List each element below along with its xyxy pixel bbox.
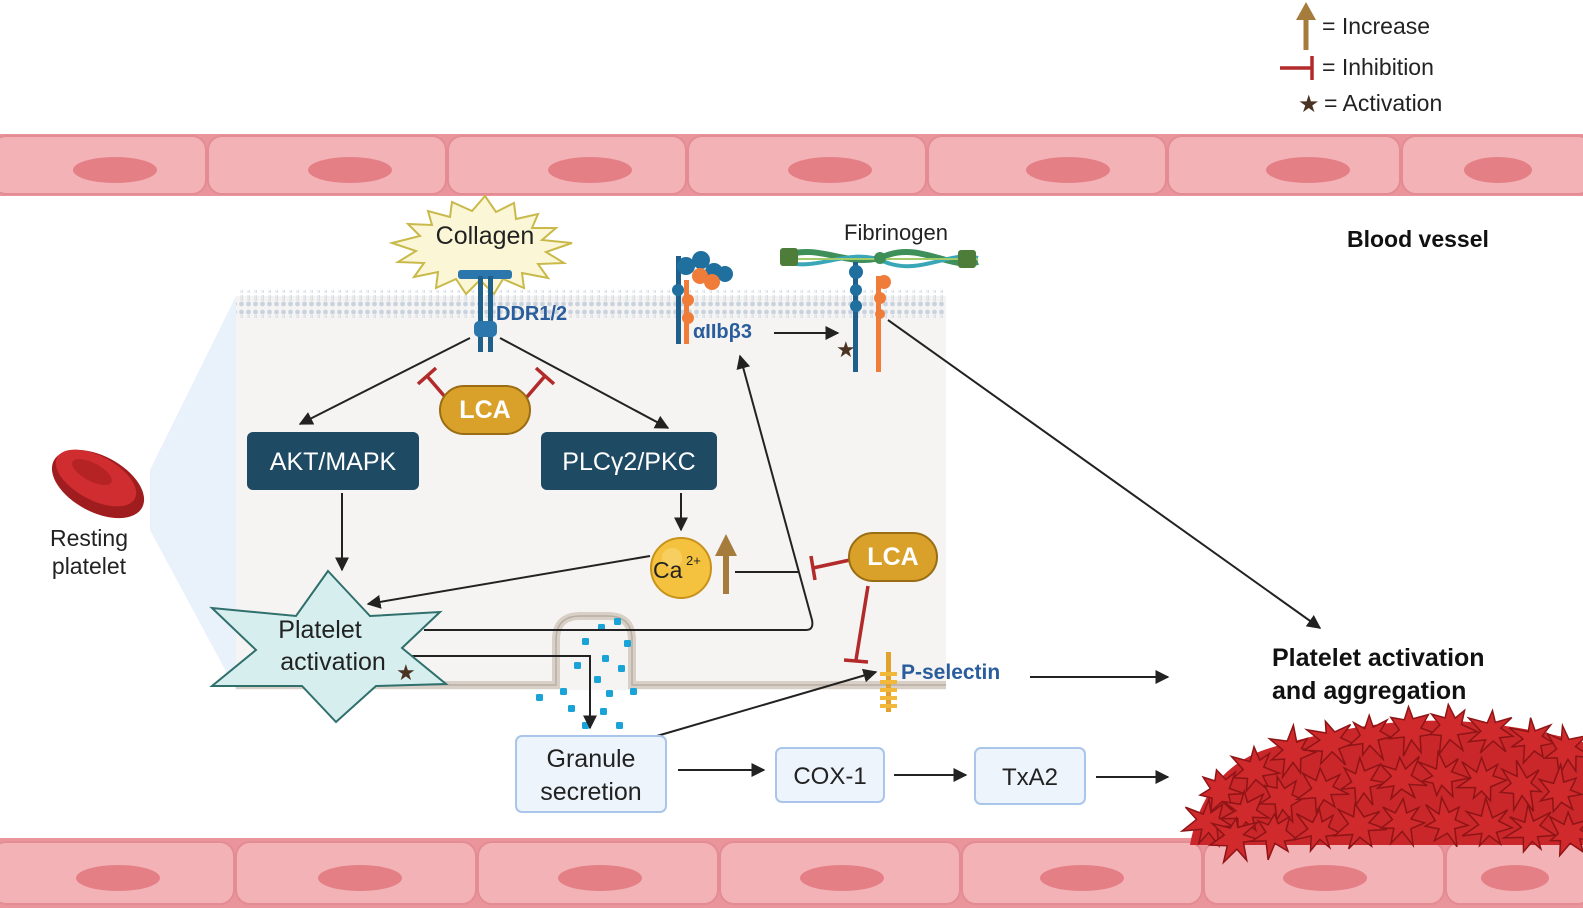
platelet-aggregate-icon bbox=[1179, 702, 1583, 865]
platelet-activation-label-line1: Platelet bbox=[278, 616, 361, 644]
cell-nucleus bbox=[1026, 157, 1110, 183]
aggregated-platelet bbox=[1267, 722, 1318, 780]
cell-nucleus bbox=[318, 865, 402, 891]
cell-nucleus bbox=[1040, 865, 1124, 891]
calcium-charge: 2+ bbox=[686, 553, 701, 568]
ddr-receptor-icon bbox=[458, 270, 512, 352]
aggregated-platelet bbox=[1508, 717, 1556, 765]
aggregated-platelet bbox=[1461, 795, 1515, 848]
aggregated-platelet bbox=[1198, 768, 1245, 814]
fibrinogen-label: Fibrinogen bbox=[844, 220, 948, 245]
integrin-inactive-icon bbox=[672, 251, 733, 344]
integrin-label: αIIbβ3 bbox=[693, 321, 752, 343]
txa2-label: TxA2 bbox=[1002, 764, 1058, 791]
aggregated-platelet bbox=[1346, 712, 1393, 762]
lca-pill-right: LCA bbox=[848, 532, 938, 582]
aggregated-platelet bbox=[1375, 755, 1428, 801]
akt-mapk-node: AKT/MAPK bbox=[247, 432, 419, 490]
txa2-node: TxA2 bbox=[974, 747, 1086, 805]
increase-arrow-icon bbox=[715, 534, 737, 594]
inhibition-legend-icon bbox=[1280, 56, 1314, 80]
legend-increase-label: = Increase bbox=[1322, 13, 1430, 39]
lca-label-top: LCA bbox=[459, 396, 510, 424]
plc-pkc-node: PLCγ2/PKC bbox=[541, 432, 717, 490]
aggregated-platelet bbox=[1498, 759, 1544, 814]
cell-nucleus bbox=[308, 157, 392, 183]
outcome-label-line1: Platelet activation bbox=[1272, 644, 1485, 672]
aggregated-platelet bbox=[1537, 761, 1583, 814]
inhibition-lines bbox=[416, 366, 870, 664]
aggregated-platelet bbox=[1332, 801, 1388, 850]
aggregated-platelet bbox=[1301, 719, 1356, 766]
connector-arrows bbox=[298, 319, 1322, 784]
platelet-activation-star-icon: ★ bbox=[396, 660, 416, 685]
cell-nucleus bbox=[73, 157, 157, 183]
calcium-label: Ca bbox=[653, 557, 683, 583]
fibrinogen-fiber bbox=[780, 248, 979, 269]
legend: = Increase = Inhibition ★ = Activation bbox=[1280, 2, 1442, 118]
granule-secretion-line2: secretion bbox=[540, 778, 641, 806]
aggregated-platelet bbox=[1423, 794, 1471, 848]
cell-nucleus bbox=[1266, 157, 1350, 183]
bottom-membrane bbox=[236, 612, 946, 689]
calcium-ion-icon: Ca 2+ bbox=[650, 537, 712, 599]
cell-nucleus bbox=[548, 157, 632, 183]
cox1-label: COX-1 bbox=[793, 763, 866, 790]
aggregated-platelet bbox=[1249, 812, 1299, 861]
legend-activation-label: = Activation bbox=[1324, 90, 1442, 116]
integrin-activation-star-icon: ★ bbox=[836, 337, 856, 362]
lca-label-right: LCA bbox=[867, 543, 918, 571]
platelet-activation-star bbox=[209, 569, 449, 724]
cox1-node: COX-1 bbox=[775, 747, 885, 803]
vessel-wall-bottom bbox=[0, 838, 1583, 908]
aggregated-platelet bbox=[1294, 766, 1350, 815]
aggregated-platelet bbox=[1207, 815, 1260, 865]
p-selectin-label: P-selectin bbox=[901, 661, 1000, 684]
zoom-wedge bbox=[150, 296, 236, 690]
cell-nucleus bbox=[76, 865, 160, 891]
aggregated-platelet bbox=[1548, 810, 1583, 858]
integrin-active-icon bbox=[849, 262, 891, 372]
aggregated-platelet bbox=[1501, 801, 1558, 854]
cell-nucleus bbox=[1481, 865, 1549, 891]
legend-inhibition-label: = Inhibition bbox=[1322, 54, 1434, 80]
aggregated-platelet bbox=[1454, 755, 1509, 803]
p-selectin-icon bbox=[880, 652, 897, 712]
platelet-membrane bbox=[236, 290, 946, 318]
activation-star-icon: ★ bbox=[1298, 91, 1320, 118]
granule-particles bbox=[536, 618, 637, 729]
plc-pkc-label: PLCγ2/PKC bbox=[562, 448, 695, 476]
resting-platelet-label-line1: Resting bbox=[50, 525, 128, 551]
outcome-label-line2: and aggregation bbox=[1272, 677, 1466, 705]
collagen-label: Collagen bbox=[436, 222, 535, 250]
cell-nucleus bbox=[788, 157, 872, 183]
aggregated-platelet bbox=[1428, 702, 1481, 757]
lca-pill-top: LCA bbox=[439, 385, 531, 435]
resting-platelet-icon bbox=[51, 449, 145, 519]
cell-nucleus bbox=[800, 865, 884, 891]
cell-nucleus bbox=[1464, 157, 1532, 183]
resting-platelet-label-line2: platelet bbox=[52, 553, 127, 579]
aggregated-platelet bbox=[1387, 704, 1439, 757]
increase-legend-icon bbox=[1296, 2, 1316, 50]
ddr-label: DDR1/2 bbox=[496, 303, 567, 325]
aggregated-platelet bbox=[1379, 796, 1427, 849]
cell-nucleus bbox=[558, 865, 642, 891]
aggregated-platelet bbox=[1291, 807, 1345, 854]
granule-secretion-node: Granule secretion bbox=[515, 735, 667, 813]
aggregated-platelet bbox=[1542, 722, 1583, 778]
vessel-wall-top bbox=[0, 134, 1583, 196]
akt-mapk-label: AKT/MAPK bbox=[270, 448, 397, 476]
aggregated-platelet bbox=[1340, 755, 1387, 808]
aggregated-platelet bbox=[1417, 749, 1473, 799]
platelet-activation-label-line2: activation bbox=[280, 648, 386, 676]
cell-nucleus bbox=[1283, 865, 1367, 891]
aggregated-platelet bbox=[1466, 708, 1515, 754]
granule-secretion-line1: Granule bbox=[547, 745, 636, 773]
blood-vessel-label: Blood vessel bbox=[1347, 226, 1489, 252]
